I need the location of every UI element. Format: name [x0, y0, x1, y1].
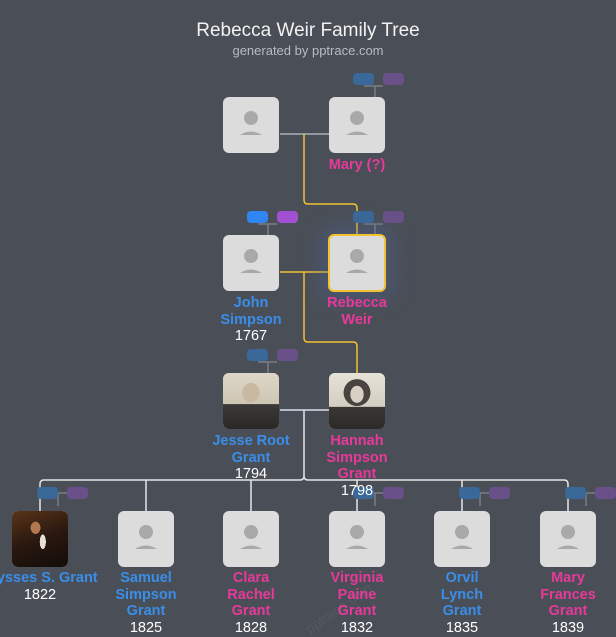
person-card-rebecca-weir-selected[interactable]: [328, 234, 386, 292]
person-silhouette-icon: [346, 111, 368, 135]
descent-line-gen1: [303, 134, 358, 235]
birth-year: 1825: [129, 619, 163, 636]
person-card-unknown-father[interactable]: [223, 97, 279, 153]
person-card-clara-rachel-grant[interactable]: [223, 511, 279, 567]
add-mother-button[interactable]: [489, 487, 510, 499]
add-father-button[interactable]: [37, 487, 58, 499]
birth-year: 1767: [234, 328, 268, 344]
birth-year: 1798: [340, 482, 374, 499]
person-name: John Simpson: [220, 295, 282, 328]
portrait-photo: [329, 373, 385, 429]
descent-line-gen3: [39, 410, 569, 511]
person-silhouette-icon: [557, 525, 579, 549]
add-father-button[interactable]: [565, 487, 586, 499]
person-card-hannah-simpson-grant[interactable]: [329, 373, 385, 429]
person-name[interactable]: Rebecca Weir: [327, 295, 387, 328]
birth-year: 1822: [23, 586, 57, 603]
person-name: Orvil Lynch Grant: [440, 570, 484, 619]
page-subtitle: generated by pptrace.com: [232, 43, 384, 58]
person-name: Mary Frances Grant: [540, 570, 596, 619]
person-silhouette-icon: [346, 525, 368, 549]
add-mother-button[interactable]: [383, 211, 404, 223]
person-name: Clara Rachel Grant: [227, 570, 275, 619]
add-father-button[interactable]: [353, 487, 374, 499]
person-card-samuel-simpson-grant[interactable]: [118, 511, 174, 567]
person-name: Samuel Simpson Grant: [115, 570, 177, 619]
portrait-photo: [12, 511, 68, 567]
person-card-orvil-lynch-grant[interactable]: [434, 511, 490, 567]
add-mother-button[interactable]: [277, 349, 298, 361]
person-name: Hannah Simpson Grant: [326, 433, 388, 482]
add-father-button[interactable]: [353, 211, 374, 223]
add-father-button[interactable]: [353, 73, 374, 85]
birth-year: 1839: [551, 619, 585, 636]
add-mother-button[interactable]: [277, 211, 298, 223]
add-mother-button[interactable]: [383, 73, 404, 85]
add-father-button[interactable]: [247, 211, 268, 223]
person-card-mary[interactable]: [329, 97, 385, 153]
add-mother-button[interactable]: [595, 487, 616, 499]
add-father-button[interactable]: [247, 349, 268, 361]
add-father-button[interactable]: [459, 487, 480, 499]
person-silhouette-icon: [240, 111, 262, 135]
person-card-mary-frances-grant[interactable]: [540, 511, 596, 567]
person-card-ulysses-s-grant[interactable]: [12, 511, 68, 567]
birth-year: 1794: [234, 466, 268, 482]
person-silhouette-icon: [240, 525, 262, 549]
person-name: Ulysses S. Grant: [0, 570, 98, 586]
person-silhouette-icon: [346, 249, 368, 273]
birth-year: 1832: [340, 619, 374, 636]
person-card-john-simpson[interactable]: [223, 235, 279, 291]
person-card-jesse-root-grant[interactable]: [223, 373, 279, 429]
person-name[interactable]: Mary (?): [328, 157, 386, 173]
portrait-photo: [223, 373, 279, 429]
add-mother-button[interactable]: [383, 487, 404, 499]
birth-year: 1828: [234, 619, 268, 636]
person-silhouette-icon: [451, 525, 473, 549]
person-silhouette-icon: [135, 525, 157, 549]
person-name: Jesse Root Grant: [212, 433, 290, 466]
descent-line-gen2: [303, 272, 358, 373]
page-title: Rebecca Weir Family Tree: [196, 20, 420, 41]
person-card-virginia-paine-grant[interactable]: [329, 511, 385, 567]
person-name: Virginia Paine Grant: [330, 570, 384, 619]
add-mother-button[interactable]: [67, 487, 88, 499]
person-silhouette-icon: [240, 249, 262, 273]
birth-year: 1835: [445, 619, 479, 636]
